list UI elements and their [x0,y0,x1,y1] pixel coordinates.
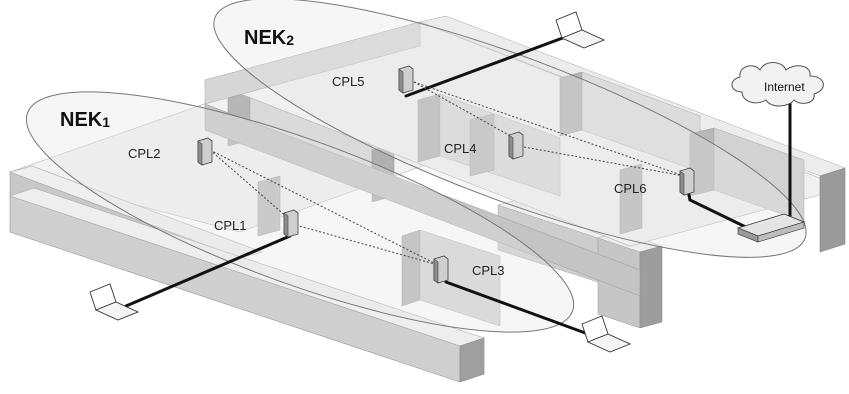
cpl2-label: CPL2 [128,146,161,161]
cpl2-device [198,138,212,165]
cpl5-device [399,66,413,93]
nek2-index: 2 [286,32,294,48]
cpl1-label: CPL1 [214,218,247,233]
cpl5-label: CPL5 [332,74,365,89]
nek1-index: 1 [102,114,110,130]
nek2-name: NEK [244,27,287,49]
cpl4-device [509,132,523,159]
cpl3-label: CPL3 [472,263,505,278]
cpl4-label: CPL4 [444,141,477,156]
cpl3-device [434,256,448,283]
cpl6-device [680,168,694,195]
nek1-name: NEK [60,109,103,131]
cpl6-label: CPL6 [614,181,647,196]
cpl1-device [284,210,298,237]
laptop-icon [556,12,604,48]
internet-label: Internet [764,80,805,94]
laptop-icon [90,284,138,320]
